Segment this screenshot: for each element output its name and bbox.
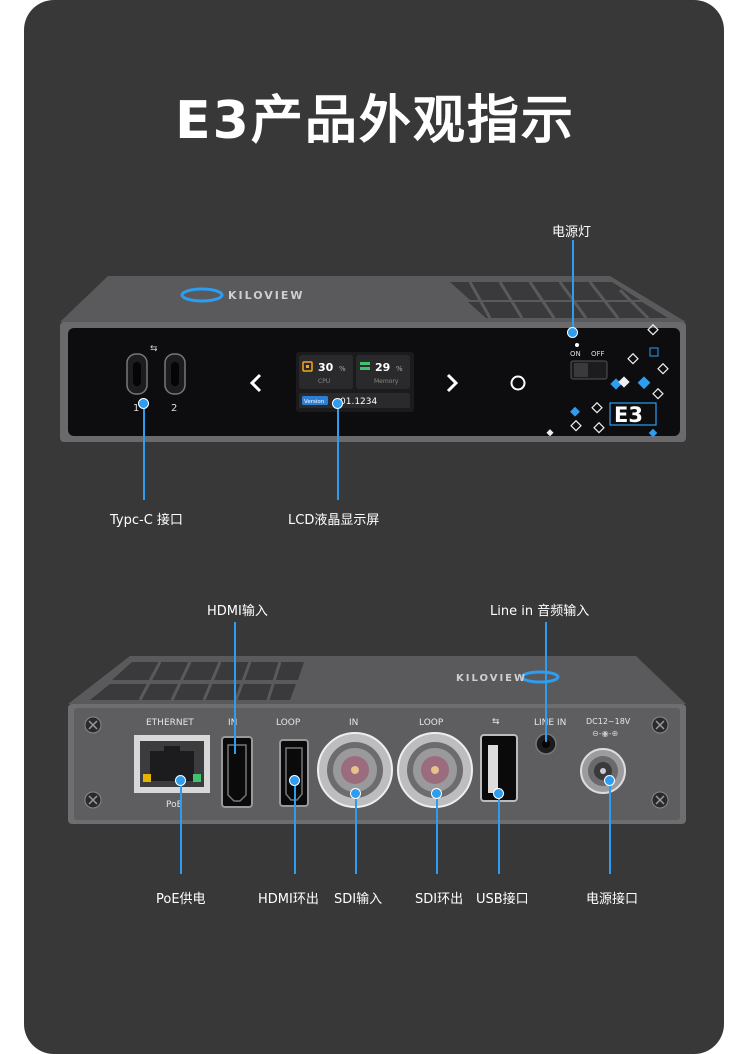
callout-line-in-audio: Line in 音频输入 bbox=[490, 604, 590, 619]
callout-line-lcd bbox=[337, 404, 339, 500]
lcd-screen: 30 % CPU 29 % Memory Version 01.1234 bbox=[296, 352, 414, 412]
hdmi-loop-label: LOOP bbox=[276, 718, 301, 728]
callout-poe-power: PoE供电 bbox=[156, 892, 206, 907]
ethernet-label: ETHERNET bbox=[146, 718, 194, 728]
hdmi-loop-port bbox=[279, 739, 309, 807]
callout-power-port: 电源接口 bbox=[586, 892, 639, 907]
typec-port-1-label: 1 bbox=[133, 403, 139, 414]
chevron-right-icon bbox=[446, 373, 459, 393]
power-switch: ON OFF bbox=[570, 343, 608, 380]
front-device: KILOVIEW ⇆ 1 2 30 % CPU 29 % Memory Vers… bbox=[60, 276, 686, 442]
decorative-diamond-pattern bbox=[570, 323, 669, 434]
callout-dot-power-light bbox=[567, 327, 578, 338]
sdi-in-port bbox=[317, 732, 393, 808]
cpu-label: CPU bbox=[318, 378, 330, 385]
cpu-value: 30 bbox=[318, 361, 334, 374]
callout-dot-sdi-input bbox=[350, 788, 361, 799]
callout-sdi-input: SDI输入 bbox=[334, 892, 383, 907]
circle-button-icon bbox=[510, 375, 526, 391]
sdi-in-label: IN bbox=[349, 718, 358, 728]
callout-dot-typec bbox=[138, 398, 149, 409]
rear-brand-text: KILOVIEW bbox=[456, 673, 527, 684]
chevron-left-icon bbox=[249, 373, 262, 393]
dc-power-jack bbox=[580, 748, 626, 794]
switch-off-label: OFF bbox=[591, 350, 605, 358]
typec-port-1 bbox=[126, 353, 148, 395]
callout-line-hdmi-input bbox=[234, 622, 236, 754]
ethernet-port bbox=[134, 735, 210, 793]
memory-label: Memory bbox=[374, 378, 399, 385]
callout-line-hdmi-loop bbox=[294, 780, 296, 874]
callout-sdi-loop: SDI环出 bbox=[415, 892, 464, 907]
callout-hdmi-loop: HDMI环出 bbox=[258, 892, 319, 907]
background-card bbox=[24, 0, 724, 1054]
callout-lcd: LCD液晶显示屏 bbox=[288, 513, 380, 528]
callout-power-light: 电源灯 bbox=[552, 225, 592, 240]
switch-on-label: ON bbox=[570, 350, 581, 358]
sdi-loop-port bbox=[397, 732, 473, 808]
callout-line-line-in bbox=[545, 622, 547, 742]
page-title: E3产品外观指示 bbox=[175, 91, 575, 151]
callout-line-sdi-loop bbox=[436, 793, 438, 874]
usb-symbol-icon: ⇆ bbox=[150, 344, 158, 354]
callout-dot-usb bbox=[493, 788, 504, 799]
cpu-unit: % bbox=[339, 365, 346, 373]
version-badge: Version bbox=[304, 399, 325, 405]
callout-line-usb bbox=[498, 793, 500, 874]
line-in-jack bbox=[535, 733, 557, 755]
callout-hdmi-input: HDMI输入 bbox=[207, 604, 268, 619]
e3-model-logo: E3 bbox=[609, 402, 657, 427]
front-brand-logo: KILOVIEW bbox=[180, 287, 305, 303]
polarity-icon: ⊖-◉-⊕ bbox=[592, 729, 618, 738]
callout-dot-poe bbox=[175, 775, 186, 786]
hdmi-in-port bbox=[221, 736, 253, 808]
callout-dot-lcd bbox=[332, 398, 343, 409]
callout-typec: Typc-C 接口 bbox=[110, 513, 183, 528]
dc-voltage-label: DC12~18V bbox=[586, 717, 631, 726]
memory-value: 29 bbox=[375, 361, 390, 374]
version-value: 01.1234 bbox=[340, 397, 377, 407]
callout-line-power-port bbox=[609, 780, 611, 874]
callout-dot-hdmi-loop bbox=[289, 775, 300, 786]
callout-line-sdi-input bbox=[355, 793, 357, 874]
callout-usb: USB接口 bbox=[476, 892, 529, 907]
hdmi-in-label: IN bbox=[228, 718, 237, 728]
callout-dot-sdi-loop bbox=[431, 788, 442, 799]
typec-port-2 bbox=[164, 353, 186, 395]
model-text: E3 bbox=[614, 403, 643, 427]
poe-label: PoE bbox=[166, 800, 183, 810]
callout-dot-power-port bbox=[604, 775, 615, 786]
usb-symbol-icon: ⇆ bbox=[492, 717, 500, 727]
sdi-loop-label: LOOP bbox=[419, 718, 444, 728]
callout-line-poe bbox=[180, 780, 182, 874]
callout-line-typec bbox=[143, 404, 145, 500]
typec-port-2-label: 2 bbox=[171, 403, 177, 414]
front-brand-text: KILOVIEW bbox=[228, 289, 305, 302]
memory-unit: % bbox=[396, 365, 403, 373]
callout-line-power-light bbox=[572, 240, 574, 332]
line-in-label: LINE IN bbox=[534, 718, 566, 728]
rear-brand-logo: KILOVIEW bbox=[456, 670, 560, 684]
